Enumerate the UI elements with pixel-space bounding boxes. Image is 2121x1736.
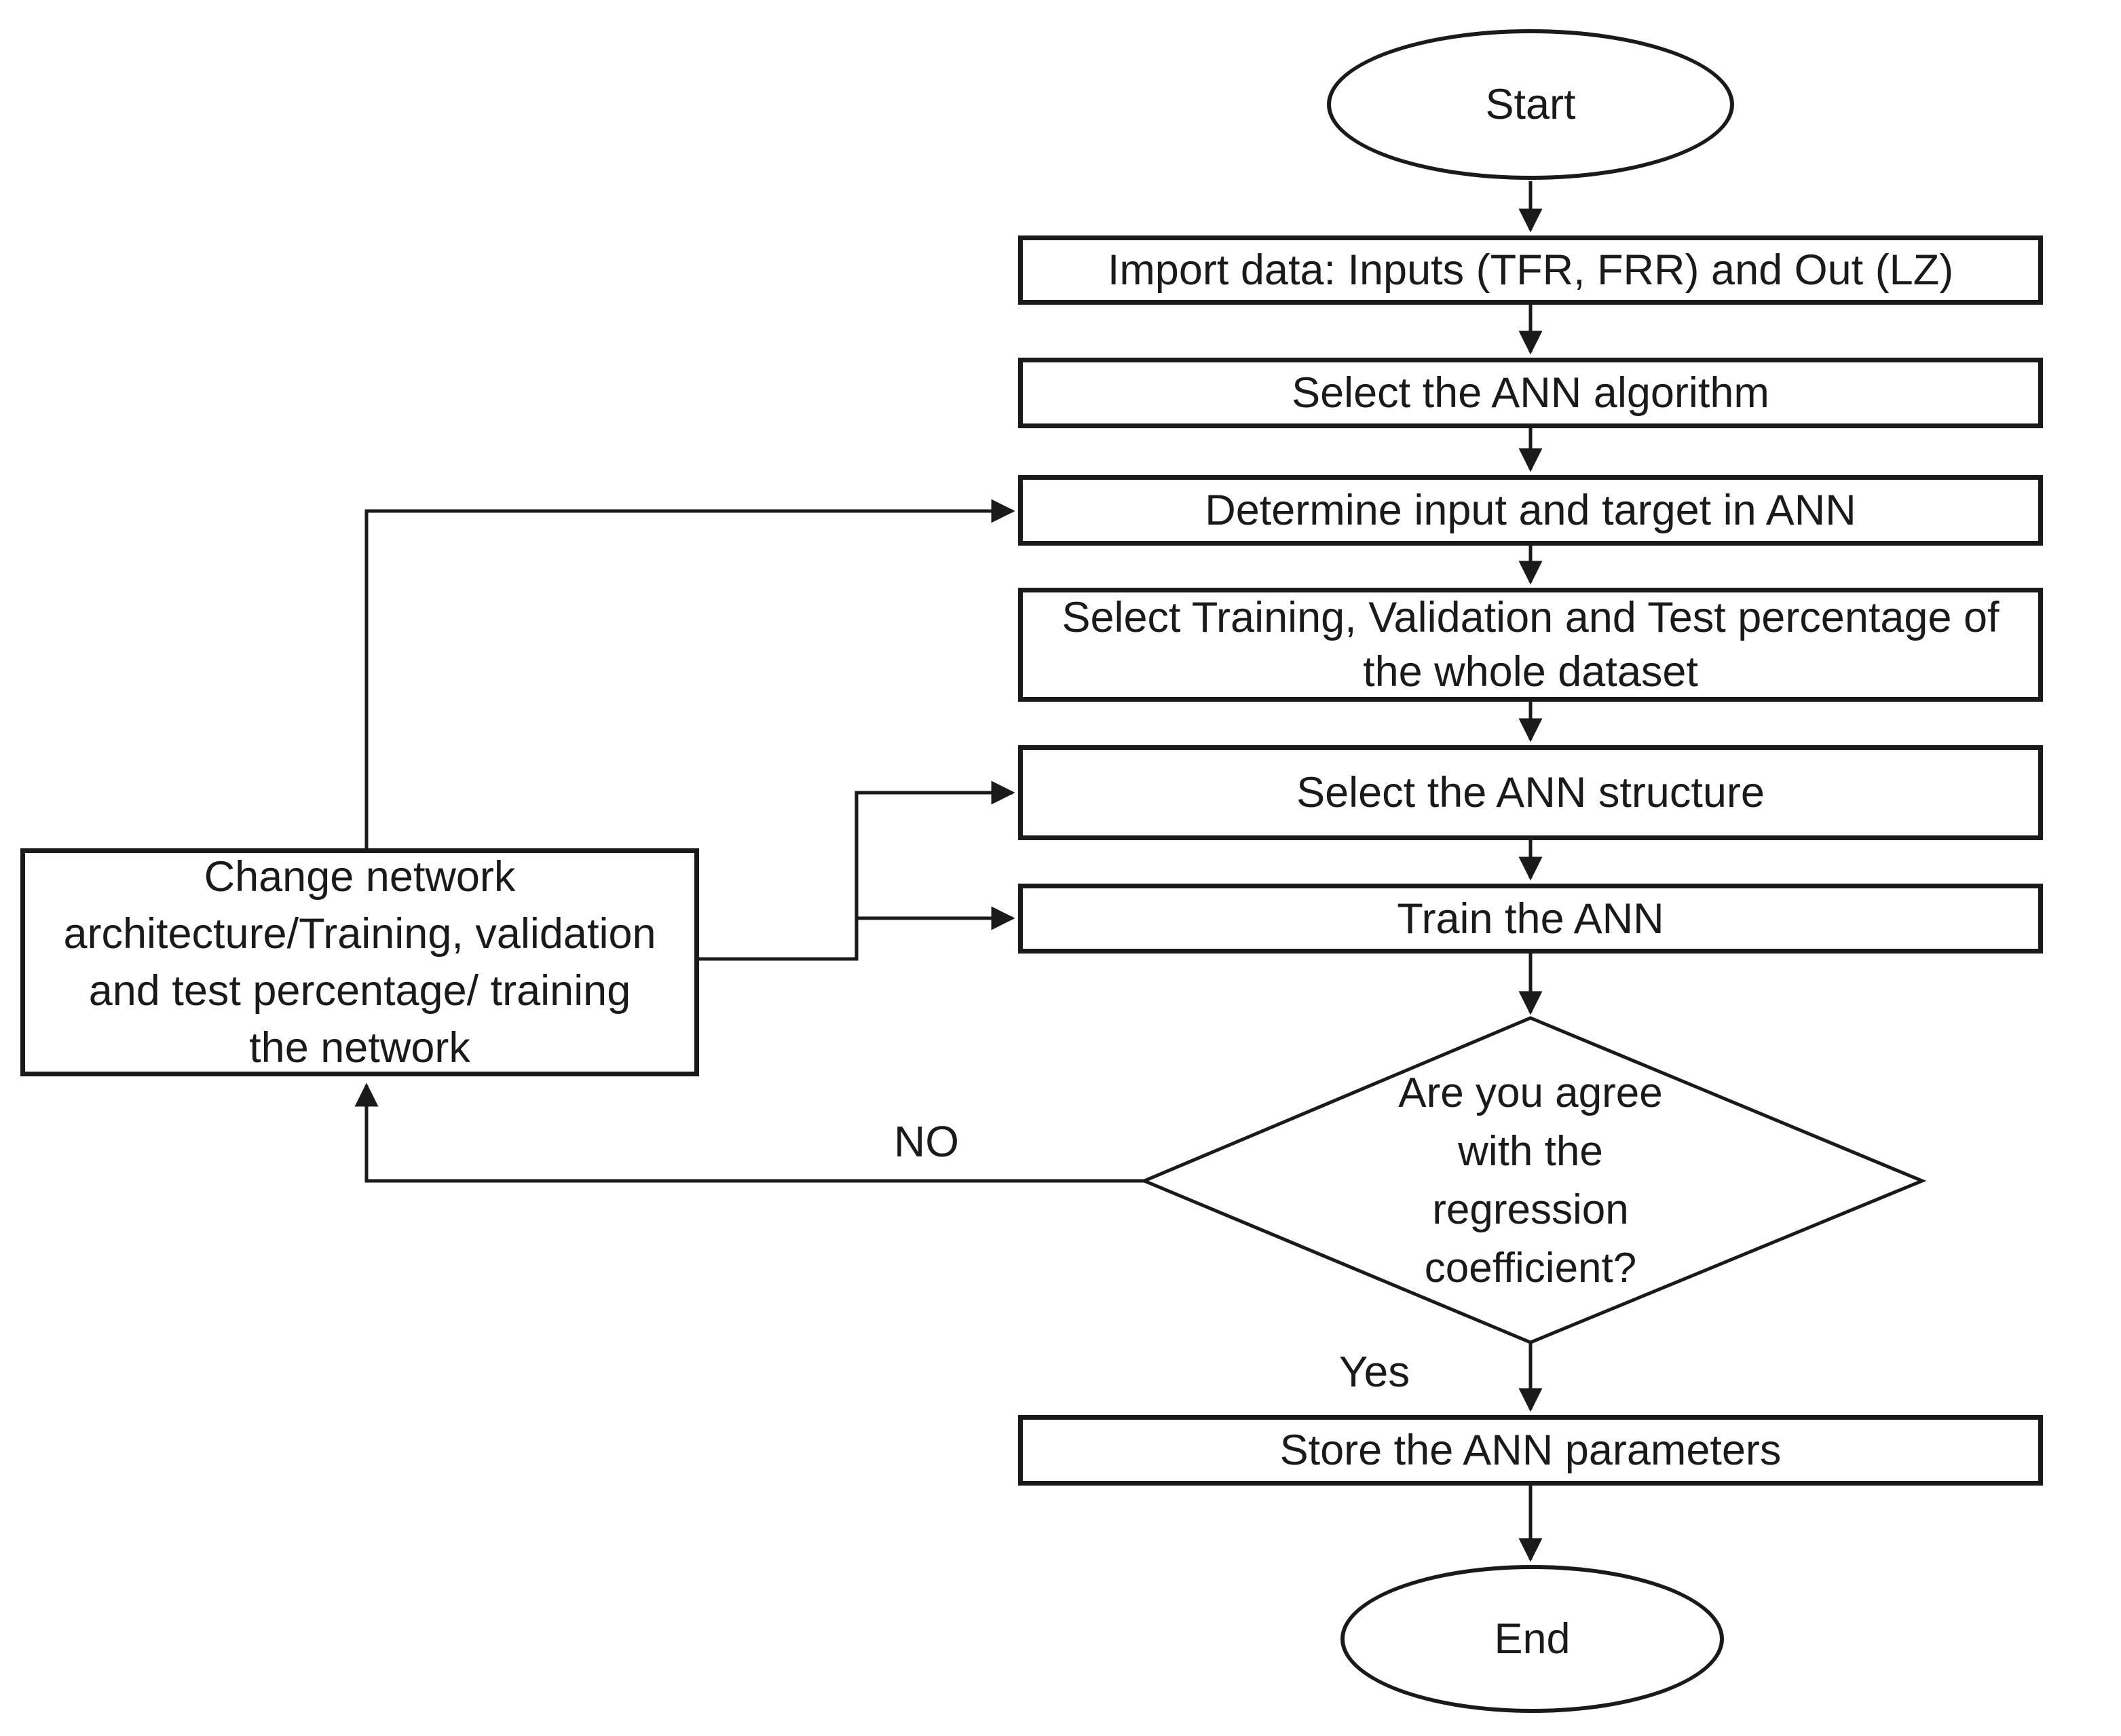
decision-diamond-shape [1140, 1016, 1927, 1344]
train-ann-label: Train the ANN [1397, 894, 1664, 943]
store-parameters-label: Store the ANN parameters [1279, 1427, 1782, 1474]
start-label: Start [1485, 81, 1576, 128]
end-node: End [1340, 1565, 1724, 1713]
select-algorithm-box: Select the ANN algorithm [1018, 358, 2043, 428]
edge-decision-no-to-change [354, 1082, 1144, 1183]
select-percentage-label: Select Training, Validation and Test per… [1062, 594, 2000, 696]
change-network-box: Change network architecture/Training, va… [20, 848, 699, 1076]
select-structure-box: Select the ANN structure [1018, 745, 2043, 840]
train-ann-box: Train the ANN [1018, 884, 2043, 954]
no-label-text: NO [894, 1117, 959, 1166]
edge-change-to-structure [699, 780, 1015, 961]
store-parameters-box: Store the ANN parameters [1018, 1415, 2043, 1486]
yes-edge-label: Yes [1317, 1346, 1432, 1397]
decision-label: Are you agree with the regression coeffi… [1398, 1070, 1663, 1291]
end-label: End [1494, 1615, 1571, 1663]
yes-label-text: Yes [1338, 1347, 1410, 1396]
import-data-box: Import data: Inputs (TFR, FRR) and Out (… [1018, 235, 2043, 305]
import-data-label: Import data: Inputs (TFR, FRR) and Out (… [1107, 246, 1954, 294]
select-structure-label: Select the ANN structure [1296, 769, 1765, 816]
start-node: Start [1327, 29, 1734, 180]
change-network-label: Change network architecture/Training, va… [63, 853, 656, 1072]
select-algorithm-label: Select the ANN algorithm [1292, 369, 1769, 417]
no-edge-label: NO [855, 1116, 998, 1167]
determine-input-target-label: Determine input and target in ANN [1205, 487, 1856, 534]
edge-change-to-determine [364, 499, 1015, 848]
determine-input-target-box: Determine input and target in ANN [1018, 475, 2043, 546]
decision-diamond-text: Are you agree with the regression coeffi… [1293, 1059, 1768, 1303]
select-percentage-box: Select Training, Validation and Test per… [1018, 588, 2043, 702]
